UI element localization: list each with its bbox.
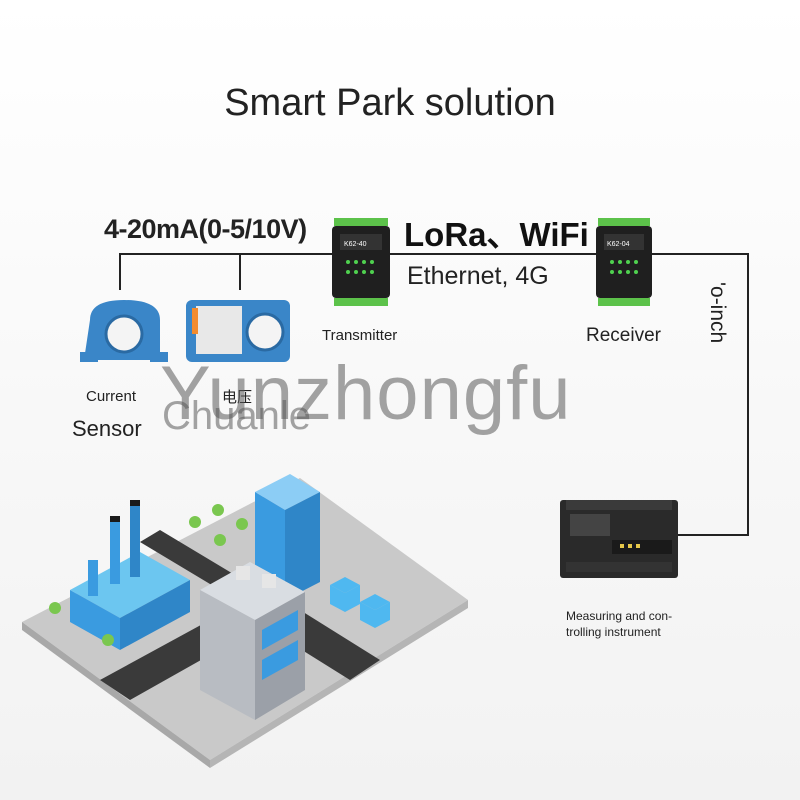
watermark: Yunzhongfu xyxy=(160,351,572,436)
connection-lines xyxy=(119,253,749,536)
factory-building xyxy=(70,500,190,650)
page-title: Smart Park solution xyxy=(224,82,556,124)
voltage-label: 电压 xyxy=(222,389,253,406)
distance-label: 'o-inch xyxy=(706,282,729,344)
instrument-device-icon xyxy=(560,500,678,578)
transmitter-device: K62-40 xyxy=(332,218,390,306)
sensor-bus-line xyxy=(119,253,332,290)
storage-cubes xyxy=(330,577,390,628)
instrument-label: Measuring and con- trolling instrument xyxy=(566,609,673,639)
current-sensor-icon xyxy=(80,300,168,362)
receiver-label: Receiver xyxy=(586,325,661,346)
receiver-device: K62-04 xyxy=(596,218,652,306)
rx-instrument-line xyxy=(650,253,749,536)
sensor-label: Sensor xyxy=(72,416,142,441)
voltage-sensor-icon xyxy=(186,300,290,362)
grey-building xyxy=(200,562,305,720)
city-illustration xyxy=(22,474,468,768)
watermark-secondary: Chuanle xyxy=(162,394,312,438)
network-label: Ethernet, 4G xyxy=(407,262,549,290)
trees xyxy=(49,504,248,646)
signal-label: 4-20mA(0-5/10V) xyxy=(104,214,307,244)
protocol-label: LoRa、WiFi xyxy=(404,216,589,253)
current-label: Current xyxy=(86,388,137,405)
transmitter-model: K62-40 xyxy=(344,241,367,248)
transmitter-label: Transmitter xyxy=(322,327,398,344)
receiver-model: K62-04 xyxy=(607,241,630,248)
